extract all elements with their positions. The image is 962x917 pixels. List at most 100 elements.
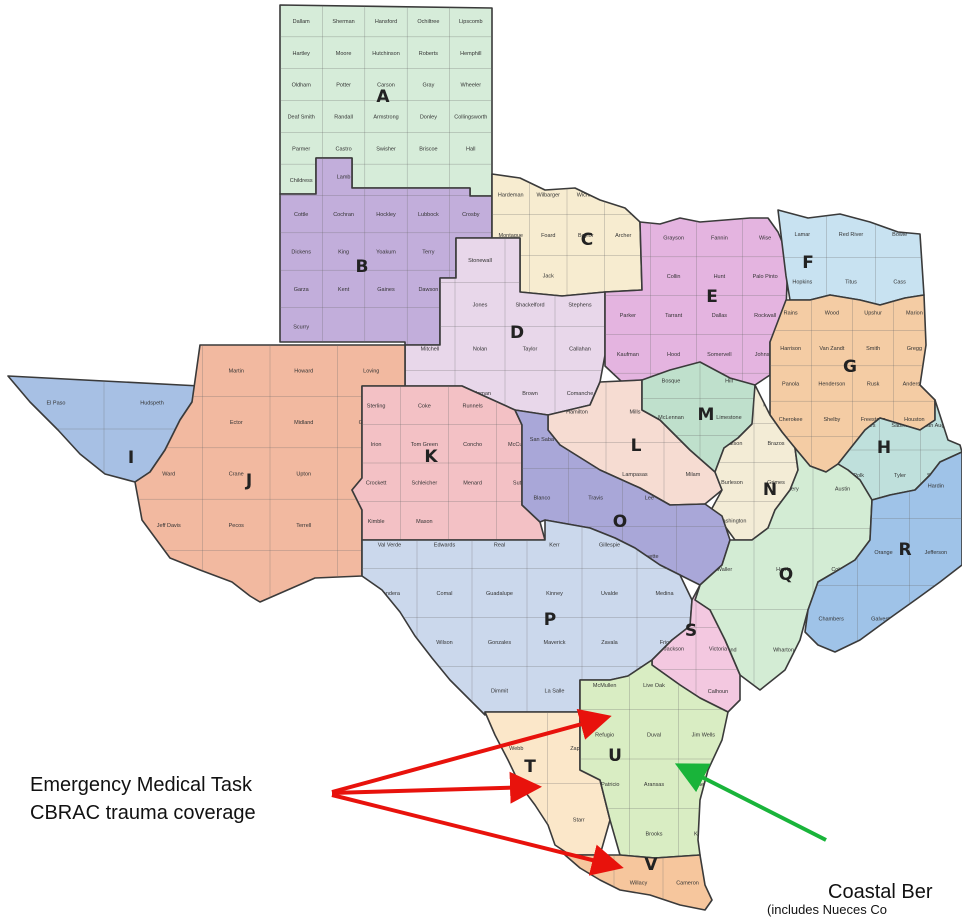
county-label: Rockwall (754, 313, 776, 319)
county-label: Comanche (567, 391, 594, 397)
county-label: Mitchell (421, 347, 440, 353)
county-label: Limestone (716, 415, 741, 421)
county-label: Hardin (928, 483, 944, 489)
county-label: Hood (667, 352, 680, 358)
region-label-t: T (524, 757, 536, 777)
county-label: Parmer (292, 146, 310, 152)
county-label: Dallam (293, 19, 311, 25)
county-label: Carson (377, 83, 395, 89)
county-label: Shackelford (515, 302, 544, 308)
county-label: Howard (294, 369, 313, 375)
county-label: Sherman (332, 19, 354, 25)
county-label: Stonewall (468, 258, 492, 264)
region-label-p: P (544, 610, 556, 630)
region-label-a: A (376, 87, 390, 107)
county-label: Brewster (158, 574, 180, 580)
county-label: Marion (906, 311, 923, 317)
county-label: San Patricio (590, 782, 620, 788)
county-label: Ochiltree (417, 19, 439, 25)
region-label-o: O (613, 512, 627, 532)
county-label: Kaufman (617, 352, 639, 358)
county-label: Victoria (709, 647, 728, 653)
county-label: Johnson (755, 352, 776, 358)
county-label: Lee (645, 496, 654, 502)
county-label: Brown (522, 391, 538, 397)
county-label: Wood (825, 311, 839, 317)
county-label: Real (494, 542, 505, 548)
county-label: McCulloch (508, 442, 534, 448)
county-label: Shelby (823, 417, 840, 423)
county-label: Jim Wells (692, 732, 716, 738)
county-label: Frio (660, 640, 669, 646)
county-label: Moore (336, 51, 352, 57)
county-label: Montague (499, 233, 523, 239)
county-label: Garza (294, 287, 310, 293)
county-label: Fannin (711, 235, 728, 241)
left-caption-line1: Emergency Medical Task (30, 774, 252, 796)
county-label: Hutchinson (372, 51, 400, 57)
county-label: Castro (335, 146, 351, 152)
county-label: Bowie (892, 232, 907, 238)
county-label: Burleson (721, 480, 743, 486)
county-label: Madison (722, 441, 743, 447)
county-label: Jim Hogg (505, 817, 528, 823)
county-label: Wharton (773, 648, 794, 654)
county-label: Galveston (871, 617, 896, 623)
county-label: Panola (782, 382, 800, 388)
county-label: Grimes (767, 480, 785, 486)
region-d: KnoxStonewallHaskellThrockmortonFisherJo… (404, 237, 606, 416)
region-label-g: G (843, 357, 857, 377)
county-label: Wise (759, 235, 771, 241)
region-label-f: F (802, 253, 814, 273)
county-label: Red River (839, 232, 864, 238)
red-arrow-to-region-t (331, 771, 542, 804)
county-label: Hansford (375, 19, 397, 25)
county-label: Childress (290, 178, 313, 184)
county-label: Guadalupe (486, 591, 513, 597)
county-label: Cherokee (779, 417, 803, 423)
county-label: Concho (463, 442, 482, 448)
county-label: Calhoun (708, 689, 729, 695)
county-label: Webb (509, 746, 523, 752)
county-label: Cottle (294, 212, 308, 218)
county-label: Crosby (462, 212, 480, 218)
county-label: Mason (416, 519, 433, 525)
county-label: Edwards (434, 542, 456, 548)
county-label: Ector (230, 420, 243, 426)
county-label: Cass (893, 279, 906, 285)
county-label: Atascosa (378, 689, 402, 695)
county-label: Sutton (513, 480, 529, 486)
county-label: Hunt (714, 274, 726, 280)
left-caption-line2: CBRAC trauma coverage (30, 802, 256, 824)
county-label: Orange (874, 550, 892, 556)
county-label: Milam (686, 472, 701, 478)
county-label: Sterling (367, 403, 386, 409)
county-label: Jeff Davis (157, 523, 181, 529)
county-label: Dickens (291, 250, 311, 256)
county-label: Wilbarger (536, 192, 560, 198)
county-label: Andrews (158, 369, 180, 375)
region-label-c: C (581, 230, 593, 250)
county-label: Lampasas (622, 472, 648, 478)
county-label: Parker (620, 313, 636, 319)
county-label: Lubbock (418, 212, 439, 218)
county-label: Gonzales (488, 640, 511, 646)
county-label: El Paso (47, 401, 66, 407)
county-label: Potter (336, 83, 351, 89)
region-label-r: R (898, 540, 911, 560)
region-label-n: N (763, 480, 777, 500)
county-label: Gregg (907, 346, 922, 352)
county-label: Jackson (664, 647, 684, 653)
county-label: Roberts (419, 51, 439, 57)
county-label: Callahan (569, 347, 591, 353)
county-label: Upton (296, 472, 311, 478)
county-label: Henderson (818, 382, 845, 388)
county-label: Jones (473, 302, 488, 308)
county-label: Culberson (43, 454, 68, 460)
county-label: Randall (334, 114, 353, 120)
county-label: Scurry (293, 324, 309, 330)
county-label: Travis (588, 496, 603, 502)
county-label: Cochran (333, 212, 354, 218)
county-label: Lipscomb (459, 19, 483, 25)
